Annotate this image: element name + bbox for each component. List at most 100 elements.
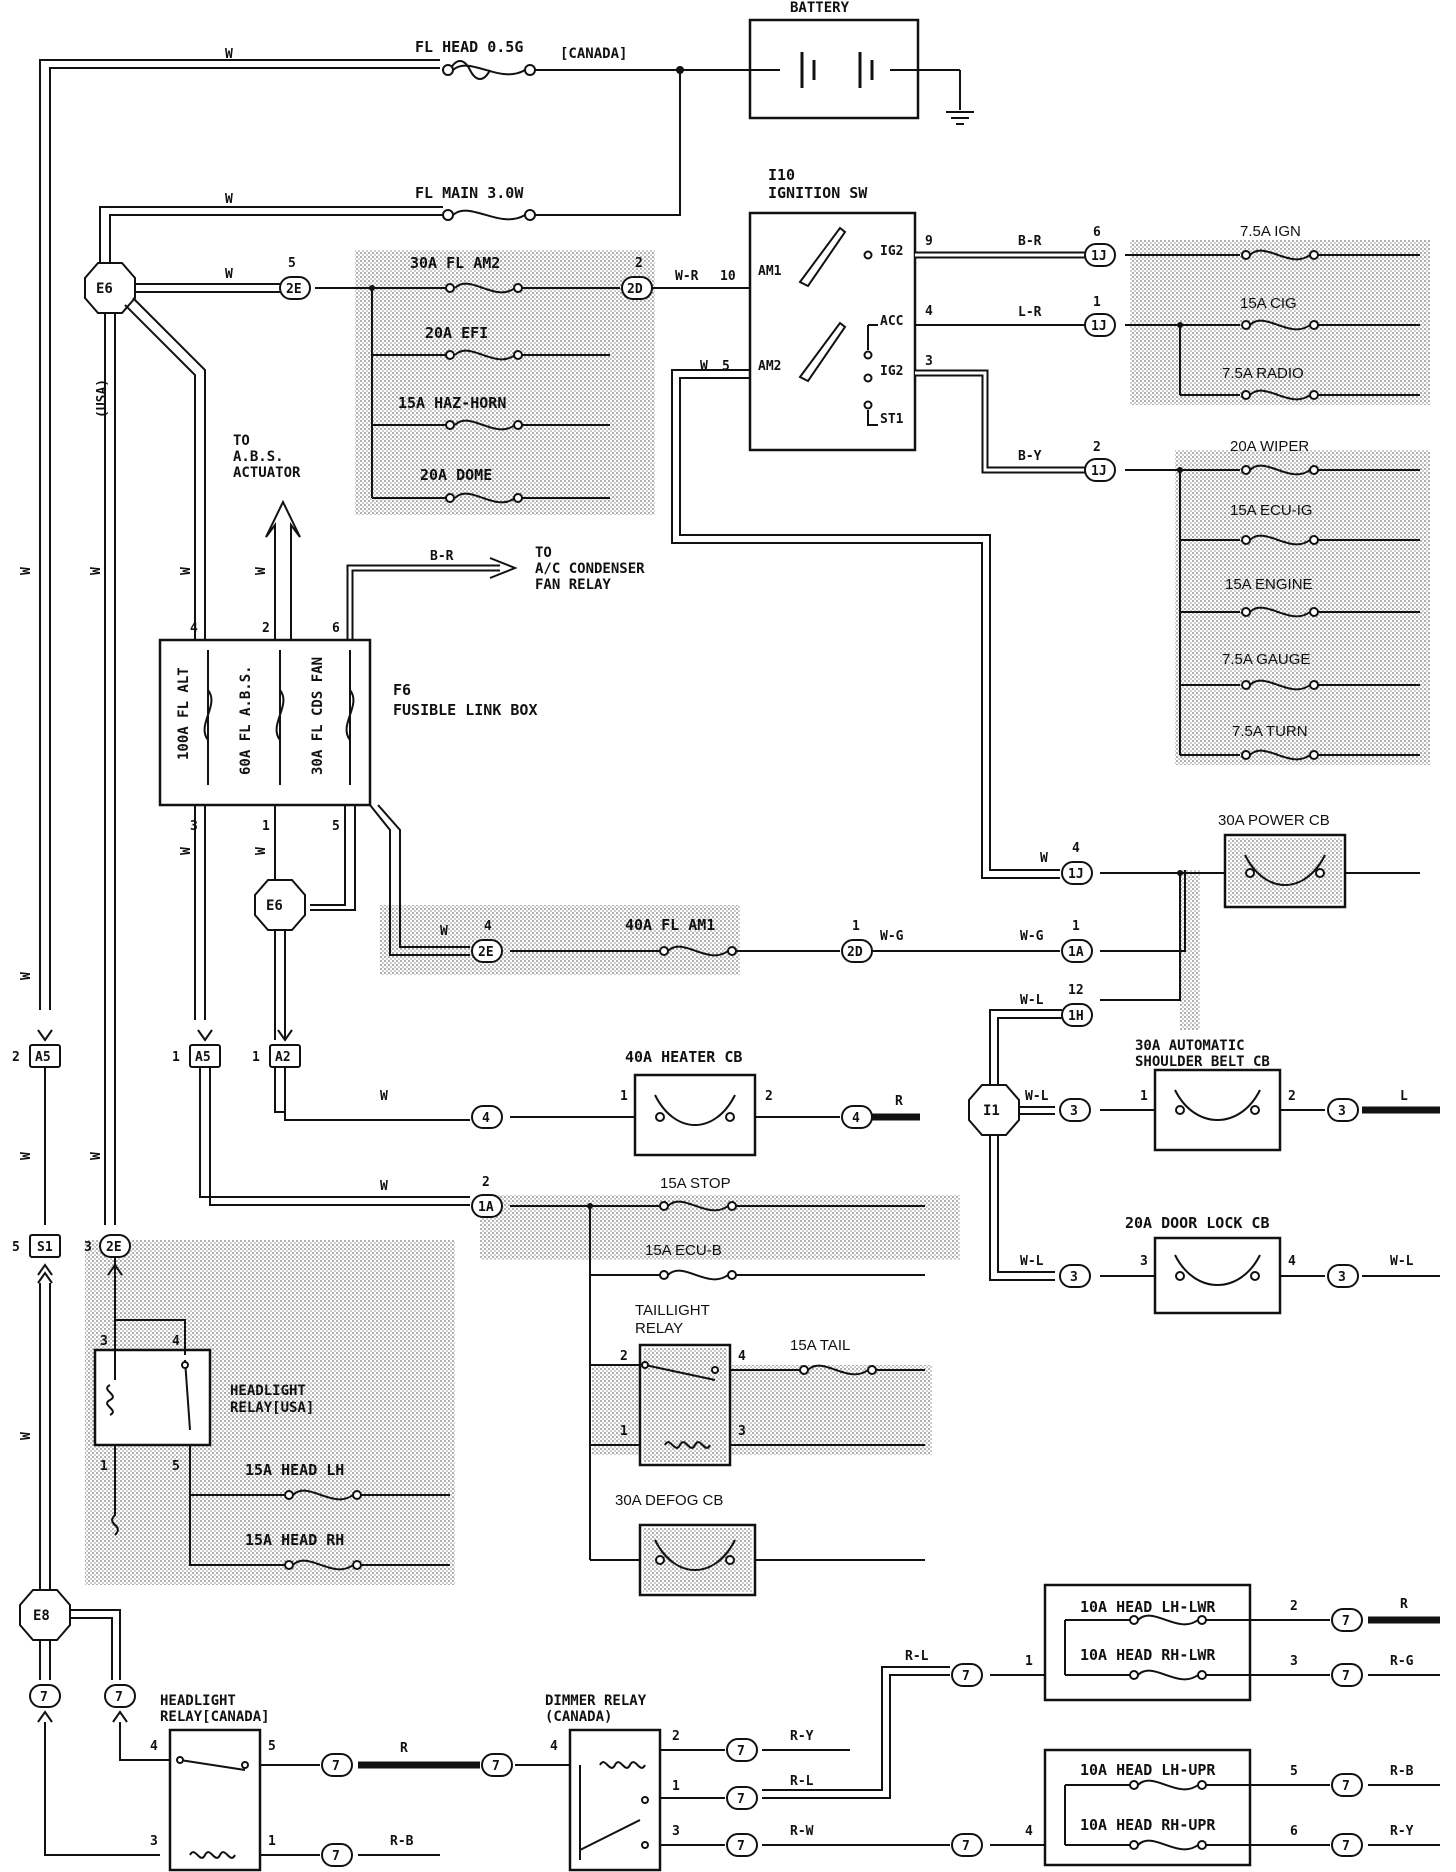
svg-text:2: 2 (262, 621, 270, 636)
svg-text:12: 12 (1068, 983, 1084, 998)
svg-text:AM1: AM1 (758, 264, 782, 279)
svg-text:7.5A RADIO: 7.5A RADIO (1222, 365, 1304, 382)
ign-output-wires: B-R L-R B-Y 1J6 1J1 1J2 (915, 225, 1116, 482)
svg-text:1: 1 (852, 919, 860, 934)
svg-text:2E: 2E (286, 282, 302, 297)
svg-text:W-L: W-L (1390, 1254, 1414, 1269)
svg-text:ST1: ST1 (880, 412, 904, 427)
svg-text:W-L: W-L (1020, 1254, 1044, 1269)
svg-text:2E: 2E (106, 1240, 122, 1255)
svg-text:FAN RELAY: FAN RELAY (535, 577, 611, 593)
svg-text:5: 5 (722, 359, 730, 374)
svg-text:RELAY[CANADA]: RELAY[CANADA] (160, 1709, 270, 1725)
svg-text:W: W (89, 567, 104, 575)
svg-text:AM2: AM2 (758, 359, 781, 374)
svg-text:R-Y: R-Y (790, 1729, 814, 1744)
usa-label: (USA) (95, 379, 110, 418)
svg-text:(CANADA): (CANADA) (545, 1709, 612, 1725)
svg-text:TO: TO (535, 545, 552, 561)
svg-text:7: 7 (332, 1849, 340, 1864)
svg-text:DIMMER RELAY: DIMMER RELAY (545, 1693, 647, 1709)
a-connectors: A52 A51 A21 W W (12, 1029, 470, 1225)
svg-text:1: 1 (1093, 295, 1101, 310)
svg-text:ACC: ACC (880, 314, 903, 329)
svg-text:B-Y: B-Y (1018, 449, 1042, 464)
svg-text:7: 7 (1342, 1614, 1350, 1629)
svg-text:30A POWER CB: 30A POWER CB (1218, 812, 1330, 829)
svg-text:15A ECU-IG: 15A ECU-IG (1230, 502, 1313, 519)
svg-text:7.5A TURN: 7.5A TURN (1232, 723, 1308, 740)
battery-section: BATTERY (676, 0, 974, 125)
svg-text:W: W (1040, 851, 1048, 866)
svg-text:60A FL A.B.S.: 60A FL A.B.S. (238, 665, 254, 775)
svg-text:HEADLIGHT: HEADLIGHT (160, 1693, 236, 1709)
power-cb: 1J4 30A POWER CB W (1040, 812, 1420, 909)
svg-text:1J: 1J (1091, 249, 1107, 264)
connector-2e (279, 276, 311, 300)
svg-text:2: 2 (620, 1349, 628, 1364)
svg-text:7: 7 (737, 1744, 745, 1759)
am2-fuse-label: 30A FL AM2 (410, 254, 500, 272)
svg-text:1: 1 (268, 1834, 276, 1849)
svg-text:IG2: IG2 (880, 364, 903, 379)
svg-text:30A DEFOG CB: 30A DEFOG CB (615, 1492, 723, 1509)
stop-tail-block: 1A2 15A STOP 15A ECU-B TAILLIGHT RELAY 2… (471, 1175, 925, 1597)
svg-text:W: W (254, 567, 269, 575)
svg-text:3: 3 (738, 1424, 746, 1439)
svg-text:W: W (19, 567, 34, 575)
svg-text:3: 3 (150, 1834, 158, 1849)
svg-text:W-G: W-G (1020, 929, 1044, 944)
svg-text:4: 4 (482, 1111, 490, 1126)
head-lwr-upr: 7 1 10A HEAD LH-LWR 10A HEAD RH-LWR 23 7… (951, 1583, 1440, 1867)
svg-text:1: 1 (252, 1050, 260, 1065)
svg-text:15A HEAD LH: 15A HEAD LH (245, 1461, 344, 1479)
svg-text:7: 7 (737, 1839, 745, 1854)
svg-text:2: 2 (12, 1050, 20, 1065)
svg-text:R-B: R-B (1390, 1764, 1414, 1779)
svg-text:ACTUATOR: ACTUATOR (233, 465, 301, 481)
svg-text:3: 3 (925, 354, 933, 369)
svg-text:3: 3 (1070, 1270, 1078, 1285)
svg-text:4: 4 (484, 919, 492, 934)
am2-fuse-block: 2E 5 2D 2 W-R 10 30A FL AM2 20A EFI 15A … (279, 254, 750, 504)
svg-text:7: 7 (1342, 1779, 1350, 1794)
vertical-wire-labels: W W W W W W W W W W (19, 567, 269, 1440)
svg-text:RELAY: RELAY (635, 1320, 683, 1337)
svg-text:7: 7 (332, 1759, 340, 1774)
svg-text:E6: E6 (266, 898, 283, 914)
svg-text:2: 2 (1093, 440, 1101, 455)
svg-text:10: 10 (720, 269, 736, 284)
svg-text:5: 5 (1290, 1764, 1298, 1779)
svg-text:3: 3 (1140, 1254, 1148, 1269)
fusible-link-box: F6 FUSIBLE LINK BOX 4 2 6 3 1 5 100A FL … (158, 621, 538, 834)
svg-text:4: 4 (852, 1111, 860, 1126)
svg-text:1: 1 (172, 1050, 180, 1065)
svg-text:2E: 2E (478, 945, 494, 960)
svg-text:F6: F6 (393, 681, 411, 699)
svg-text:R-Y: R-Y (1390, 1824, 1414, 1839)
svg-text:6: 6 (332, 621, 340, 636)
svg-text:1J: 1J (1091, 464, 1107, 479)
svg-text:7: 7 (1342, 1839, 1350, 1854)
svg-text:A.B.S.: A.B.S. (233, 449, 284, 465)
svg-text:4: 4 (925, 304, 933, 319)
battery-label: BATTERY (790, 0, 850, 16)
svg-text:3: 3 (190, 819, 198, 834)
ignition-id: I10 (768, 166, 795, 184)
svg-text:L: L (1400, 1089, 1408, 1104)
fl-head-label: FL HEAD 0.5G (415, 38, 523, 56)
svg-text:1: 1 (1140, 1089, 1148, 1104)
shaded-regions (85, 240, 1430, 1585)
svg-text:2: 2 (1290, 1599, 1298, 1614)
svg-text:3: 3 (1338, 1104, 1346, 1119)
svg-text:W: W (19, 1432, 34, 1440)
abs-ac-notes: TO A.B.S. ACTUATOR TO A/C CONDENSER FAN … (233, 433, 645, 640)
svg-text:W: W (225, 267, 233, 282)
svg-text:4: 4 (190, 621, 198, 636)
svg-text:20A DOOR LOCK CB: 20A DOOR LOCK CB (1125, 1214, 1270, 1232)
svg-text:5: 5 (268, 1739, 276, 1754)
svg-text:4: 4 (172, 1334, 180, 1349)
svg-text:A2: A2 (275, 1050, 291, 1065)
